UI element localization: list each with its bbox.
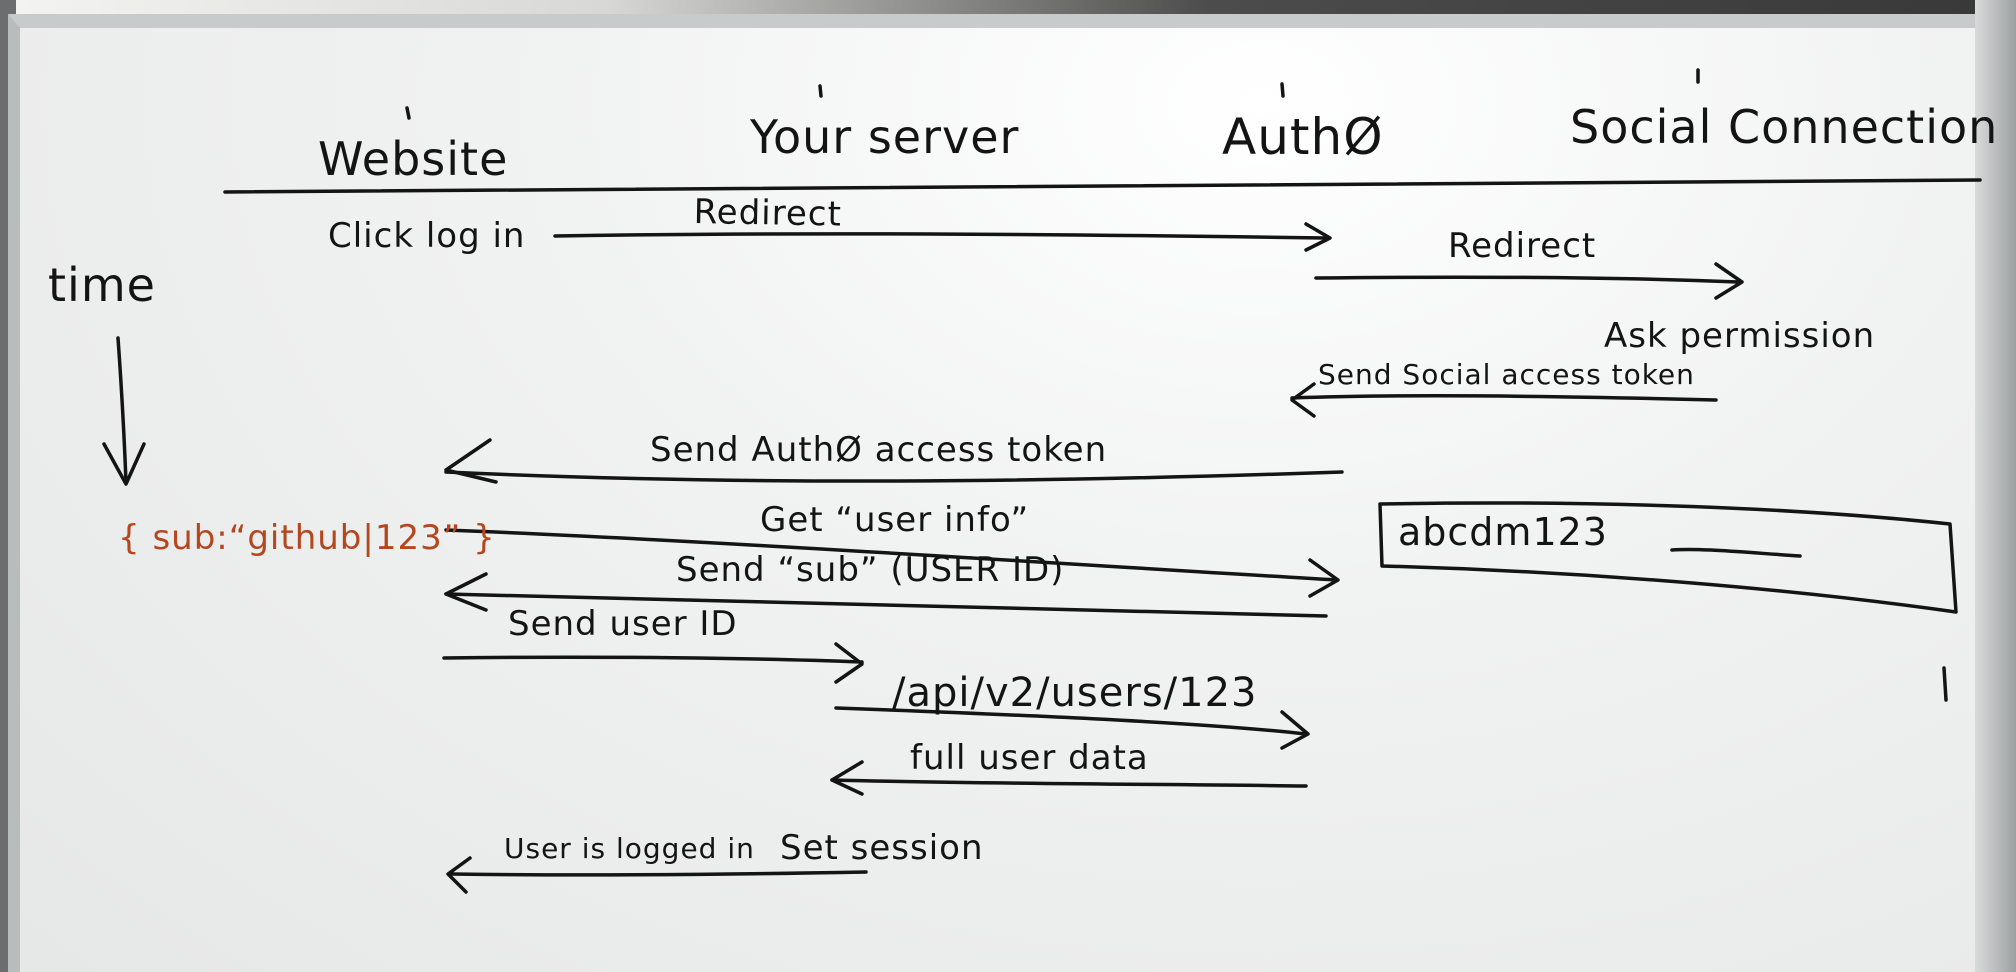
arrow-full-user-data	[830, 778, 1308, 788]
header-underline	[223, 178, 1982, 194]
tick-website	[405, 106, 411, 120]
arrow-api-users	[834, 706, 1308, 736]
column-your-server: Your server	[750, 110, 1020, 164]
whiteboard	[8, 14, 2016, 972]
column-social-connection: Social Connection	[1570, 100, 1999, 154]
msg-ask-permission: Ask permission	[1604, 316, 1876, 356]
msg-redirect-2: Redirect	[1448, 226, 1597, 266]
msg-redirect-1: Redirect	[693, 192, 843, 235]
arrowhead-api-users	[1280, 710, 1310, 750]
arrow-auth0-token	[444, 470, 1344, 483]
arrow-redirect-1	[553, 232, 1327, 240]
msg-send-social-token: Send Social access token	[1318, 358, 1695, 391]
arrowhead-full-user-data	[830, 760, 864, 796]
msg-send-sub: Send “sub” (USER ID)	[676, 550, 1065, 590]
arrowhead-get-user-info	[1308, 558, 1340, 598]
msg-click-login: Click log in	[328, 216, 526, 256]
arrow-social-token	[1290, 394, 1718, 402]
time-label: time	[48, 258, 156, 312]
msg-full-user-data: full user data	[910, 738, 1149, 778]
token-box	[1378, 501, 1958, 614]
arrowhead-redirect-1	[1304, 222, 1332, 252]
arrowhead-redirect-2	[1714, 262, 1744, 300]
arrow-send-user-id	[442, 655, 864, 664]
time-arrowhead	[102, 442, 146, 486]
board-frame-right	[1975, 0, 2016, 972]
tick-auth0	[1280, 82, 1285, 98]
column-website: Website	[318, 132, 509, 186]
arrow-redirect-2	[1314, 275, 1740, 284]
msg-api-users: /api/v2/users/123	[892, 670, 1258, 716]
arrowhead-send-user-id	[834, 642, 864, 684]
msg-get-user-info: Get “user info”	[760, 500, 1030, 540]
arrow-send-sub	[444, 592, 1328, 618]
token-box-squiggle	[1670, 547, 1802, 558]
edge-mark	[1942, 666, 1948, 702]
arrowhead-auth0-token	[444, 438, 498, 484]
time-arrow	[116, 336, 128, 484]
arrow-get-user-info	[444, 528, 1338, 582]
msg-send-auth0-token: Send AuthØ access token	[650, 430, 1108, 470]
arrowhead-social-token	[1290, 382, 1316, 418]
arrow-logged-in	[450, 870, 868, 877]
msg-user-logged-in: User is logged in	[504, 832, 755, 865]
tick-server	[818, 84, 823, 98]
column-auth0: AuthØ	[1222, 108, 1384, 166]
msg-set-session: Set session	[780, 828, 984, 868]
arrowhead-send-sub	[444, 572, 488, 612]
msg-send-user-id: Send user ID	[508, 604, 738, 644]
sub-note: { sub:“github|123” }	[118, 518, 496, 558]
arrowhead-logged-in	[446, 856, 472, 894]
token-box-text: abcdm123	[1398, 510, 1608, 554]
